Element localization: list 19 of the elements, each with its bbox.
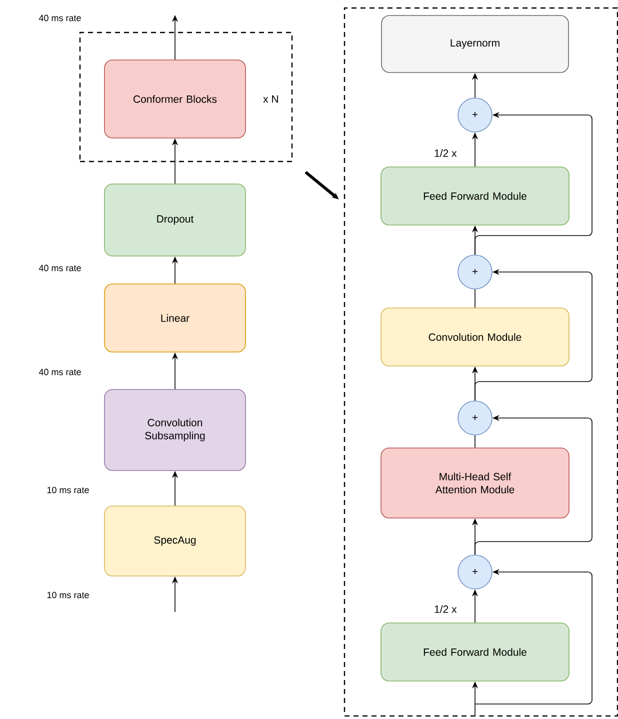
edge-label: 1/2 x [433,604,458,614]
process-box: Dropout [104,184,246,256]
rate-label: 40 ms rate [38,14,81,22]
process-box: Convolution Module [380,308,570,366]
process-box: Linear [104,284,246,352]
process-box: Feed Forward Module [380,622,570,682]
rate-label: 40 ms rate [38,368,81,376]
repeat-label: x N [263,95,278,103]
process-box: SpecAug [104,506,246,576]
rate-label: 40 ms rate [38,264,81,272]
dashed-frame [344,7,618,717]
rate-label: 10 ms rate [47,592,89,598]
edge-label: 1/2 x [433,148,458,158]
process-box: Layernorm [381,15,569,73]
process-box: Convolution Subsampling [104,389,246,471]
process-box: Conformer Blocks [104,60,246,138]
process-box: Multi-Head Self Attention Module [380,448,570,518]
rate-label: 10 ms rate [47,486,89,494]
process-box: Feed Forward Module [380,166,570,226]
